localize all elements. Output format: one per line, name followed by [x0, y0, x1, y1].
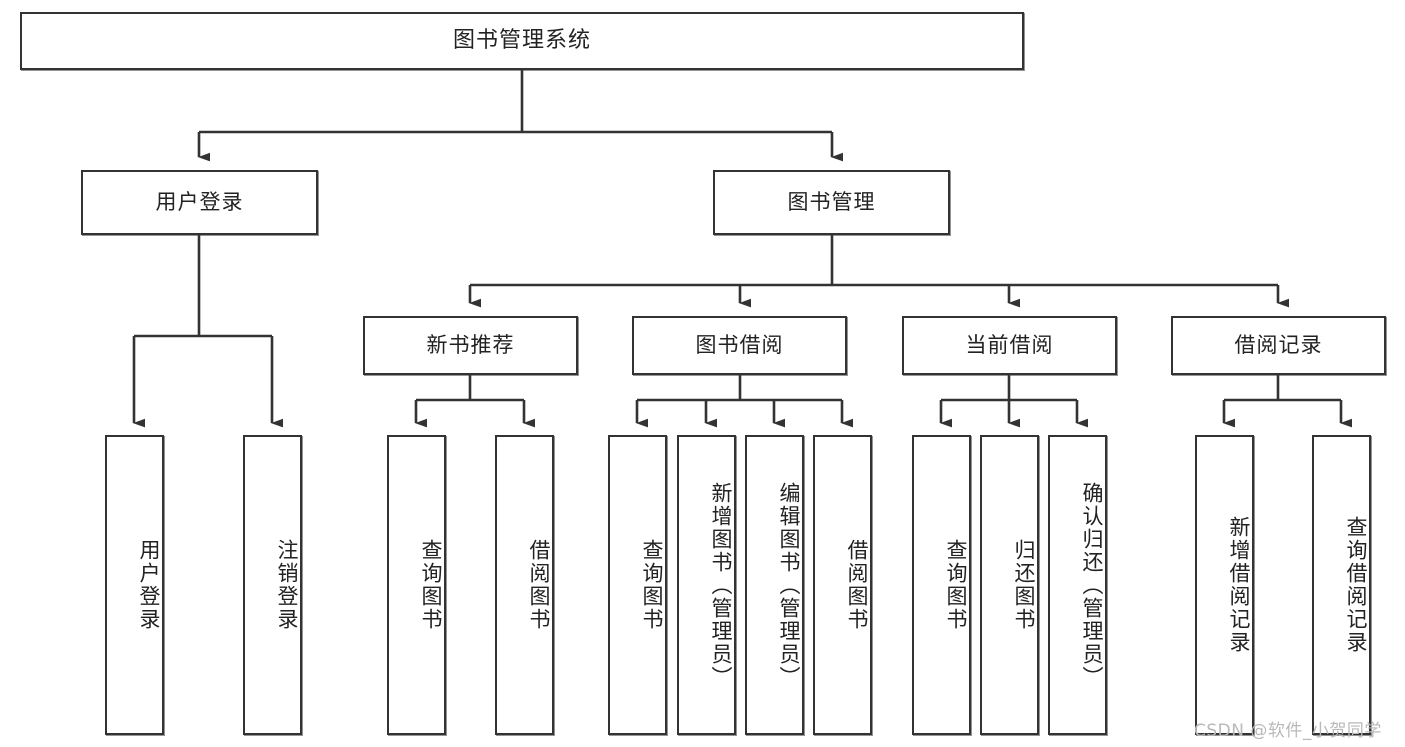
node-label: 查询借阅记录 — [1344, 516, 1368, 654]
node-book-borrowing[interactable]: 图书借阅 — [632, 316, 847, 375]
leaf-borrow-book-recommend[interactable]: 借阅图书 — [495, 435, 554, 735]
node-label: 查询图书 — [419, 539, 443, 631]
node-label: 编辑图书（管理员） — [777, 481, 801, 689]
leaf-return-book[interactable]: 归还图书 — [980, 435, 1039, 735]
node-label: 借阅图书 — [527, 539, 551, 631]
node-borrow-records[interactable]: 借阅记录 — [1171, 316, 1386, 375]
node-label: 借阅图书 — [845, 539, 869, 631]
node-label: 图书管理系统 — [452, 27, 591, 53]
node-label: 注销登录 — [275, 539, 299, 631]
leaf-query-book-current[interactable]: 查询图书 — [912, 435, 971, 735]
node-label: 确认归还（管理员） — [1080, 481, 1104, 689]
csdn-watermark: CSDN @软件_小贺同学 — [1194, 721, 1382, 741]
node-label: 当前借阅 — [965, 332, 1054, 357]
node-label: 借阅记录 — [1234, 332, 1323, 357]
leaf-edit-book-admin[interactable]: 编辑图书（管理员） — [745, 435, 804, 735]
node-label: 新增图书（管理员） — [709, 481, 733, 689]
node-label: 新增借阅记录 — [1227, 516, 1251, 654]
node-label: 用户登录 — [155, 189, 244, 214]
node-label: 归还图书 — [1012, 539, 1036, 631]
node-root-book-management-system[interactable]: 图书管理系统 — [20, 12, 1024, 70]
leaf-borrow-book[interactable]: 借阅图书 — [813, 435, 872, 735]
leaf-query-borrow-record[interactable]: 查询借阅记录 — [1312, 435, 1371, 735]
leaf-add-book-admin[interactable]: 新增图书（管理员） — [677, 435, 736, 735]
node-current-borrowing[interactable]: 当前借阅 — [902, 316, 1117, 375]
node-label: 查询图书 — [944, 539, 968, 631]
node-label: 图书借阅 — [695, 332, 784, 357]
node-label: 查询图书 — [640, 539, 664, 631]
node-user-login[interactable]: 用户登录 — [81, 170, 318, 235]
leaf-logout[interactable]: 注销登录 — [243, 435, 302, 735]
node-label: 新书推荐 — [426, 332, 515, 357]
leaf-add-borrow-record[interactable]: 新增借阅记录 — [1195, 435, 1254, 735]
node-book-management[interactable]: 图书管理 — [713, 170, 950, 235]
node-new-book-recommendation[interactable]: 新书推荐 — [363, 316, 578, 375]
node-label: 用户登录 — [137, 539, 161, 631]
leaf-user-login[interactable]: 用户登录 — [105, 435, 164, 735]
leaf-confirm-return-admin[interactable]: 确认归还（管理员） — [1048, 435, 1107, 735]
leaf-query-book-recommend[interactable]: 查询图书 — [387, 435, 446, 735]
node-label: 图书管理 — [787, 189, 876, 214]
leaf-query-book-borrow[interactable]: 查询图书 — [608, 435, 667, 735]
